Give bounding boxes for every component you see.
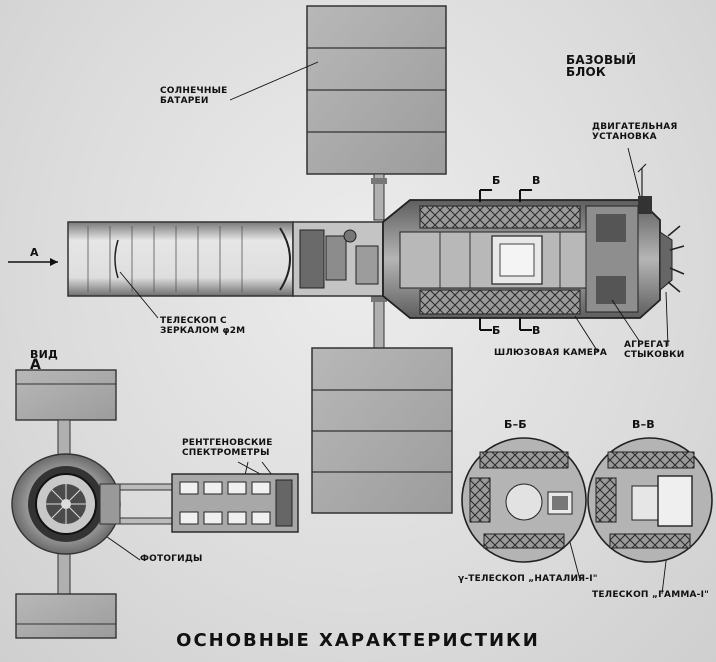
solar-panels-label: СОЛНЕЧНЫЕ БАТАРЕИ [160,86,228,106]
photoguides-label: ФОТОГИДЫ [140,554,203,564]
section-bb-drawing [461,437,587,563]
base-block-label: БАЗОВЫЙ БЛОК [566,53,637,79]
footer-title: ОСНОВНЫЕ ХАРАКТЕРИСТИКИ [176,630,540,651]
upper-solar-panel [306,5,447,221]
docking-nose [637,163,685,293]
section-vv-title: В–В [632,418,655,431]
telescope-label: ТЕЛЕСКОП С ЗЕРКАЛОМ φ2М [160,316,246,336]
xray-spectrometers-label: РЕНТГЕНОВСКИЕ СПЕКТРОМЕТРЫ [182,438,273,458]
section-b-top-label: Б [492,174,501,187]
airlock-label: ШЛЮЗОВАЯ КАМЕРА [494,348,608,358]
gamma-natalia-label: γ-ТЕЛЕСКОП „НАТАЛИЯ-I" [458,574,598,584]
arrow-a-label: А [30,246,39,259]
view-a-prefix: ВИД [30,348,58,361]
docking-unit-label: АГРЕГАТ СТЫКОВКИ [624,340,685,360]
telescope-tube [67,221,294,297]
base-block-hull [382,199,661,319]
instrument-bay [292,221,384,297]
view-a-drawing [11,369,299,639]
view-a-title: ВИД А [30,340,58,373]
engine-unit-label: ДВИГАТЕЛЬНАЯ УСТАНОВКА [592,122,678,142]
section-v-bottom-label: В [532,324,541,337]
section-bb-title: Б–Б [504,418,527,431]
gamma-telescope-label: ТЕЛЕСКОП „ГАММА-I" [592,590,710,600]
view-arrow-a [8,258,58,266]
lower-solar-panel [311,291,453,514]
view-a-letter: А [30,357,42,373]
section-v-top-label: В [532,174,541,187]
section-vv-drawing [587,437,713,563]
section-b-bottom-label: Б [492,324,501,337]
section-markers [479,189,532,331]
